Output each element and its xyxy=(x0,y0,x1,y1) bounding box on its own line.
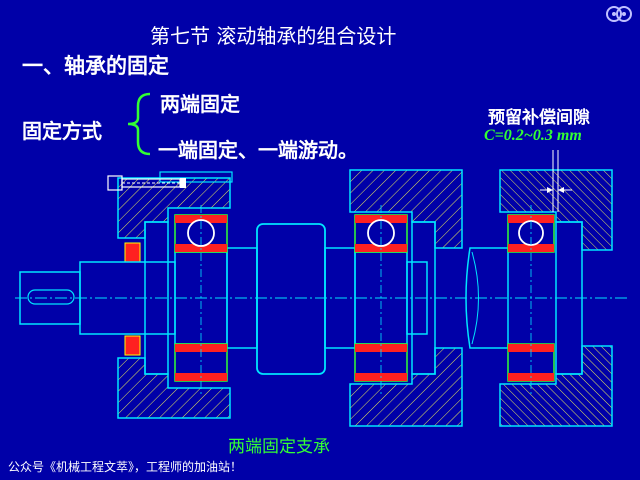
middle-housing-top xyxy=(349,169,463,249)
middle-end-cover xyxy=(411,221,436,375)
footer-text: 公众号《机械工程文萃》，工程师的加油站！ xyxy=(8,460,243,474)
clearance-label: 预留补偿间隙 xyxy=(488,108,590,128)
section-title: 第七节 滚动轴承的组合设计 xyxy=(150,24,397,48)
figure-caption: 两端固定支承 xyxy=(228,437,330,457)
left-end-cover xyxy=(144,221,169,375)
left-seal-top xyxy=(124,242,141,263)
brace-icon xyxy=(127,92,151,156)
fixing-method-label: 固定方式 xyxy=(22,119,102,143)
gear-nav-icon[interactable] xyxy=(604,3,634,25)
middle-housing-bottom xyxy=(349,347,463,427)
left-housing-bottom xyxy=(117,357,231,419)
method-option-both-ends: 两端固定 xyxy=(160,92,240,116)
bolt xyxy=(107,175,186,191)
subheading: 一、轴承的固定 xyxy=(22,53,169,78)
left-seal-bottom xyxy=(124,335,141,356)
clearance-value: C=0.2~0.3 mm xyxy=(484,127,582,144)
right-detail-housing xyxy=(499,169,613,427)
clearance-dimension xyxy=(540,150,572,212)
right-detail-shaft xyxy=(465,247,509,349)
method-option-one-end: 一端固定、一端游动。 xyxy=(158,138,358,162)
